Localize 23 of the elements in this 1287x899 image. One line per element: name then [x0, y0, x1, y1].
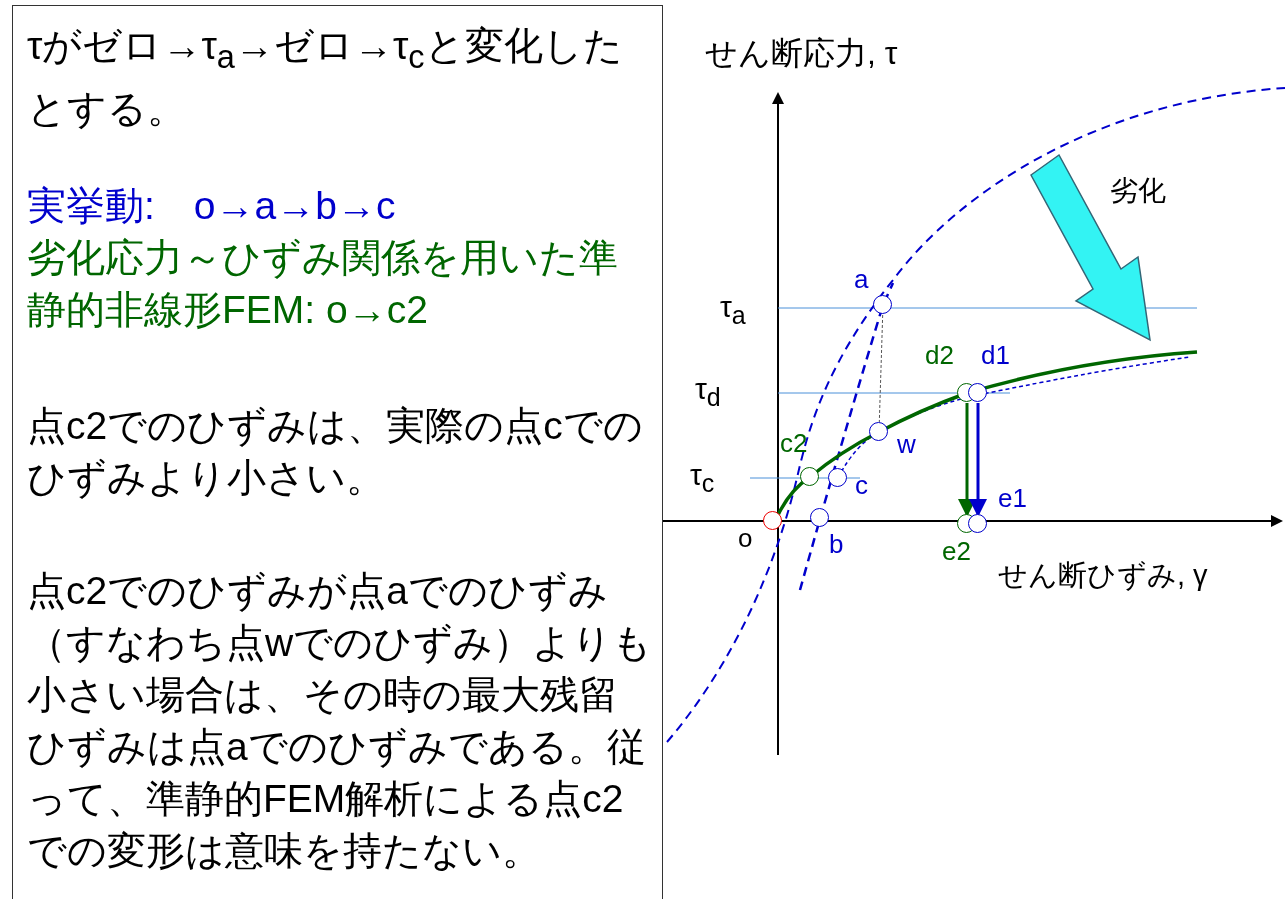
text-box [12, 5, 663, 899]
point-label: b [829, 530, 844, 558]
point-label: d1 [981, 341, 1010, 369]
point-label: d2 [925, 341, 954, 369]
tick-label: τ$_{d}$ [695, 372, 721, 412]
tick-label: τ$_{a}$ [720, 290, 746, 330]
paragraph: 劣化応力～ひずみ関係を用いた準静的非線形FEM: o→c2 [27, 235, 619, 333]
paragraph: τがゼロ→τ$_{a}$→ゼロ→τ$_{c}$と変化したとする。 [27, 23, 624, 132]
point-label: a [854, 265, 869, 293]
point-label: o [738, 524, 753, 552]
axis-label: せん断ひずみ, γ [998, 558, 1208, 593]
paragraph: 点c2でのひずみは、実際の点cでのひずみより小さい。 [27, 403, 644, 501]
note-label: 劣化 [1110, 174, 1166, 208]
axis-label: せん断応力, τ [705, 34, 898, 73]
tick-label: τ$_{c}$ [690, 458, 715, 498]
point-label: w [897, 430, 916, 458]
guide-line [878, 314, 884, 423]
point-label: c2 [780, 429, 808, 457]
point-label: c [855, 471, 868, 499]
point-label: e1 [998, 484, 1027, 512]
point-label: e2 [942, 537, 971, 565]
paragraph: 実挙動: o→a→b→c [27, 183, 397, 229]
paragraph: 点c2でのひずみが点aでのひずみ（すなわち点wでのひずみ）よりも小さい場合は、その時の最大残留ひずみは点aでのひずみである。従って、準静的FEM解析による点c2での変形は意味を持たない。 [27, 568, 653, 874]
